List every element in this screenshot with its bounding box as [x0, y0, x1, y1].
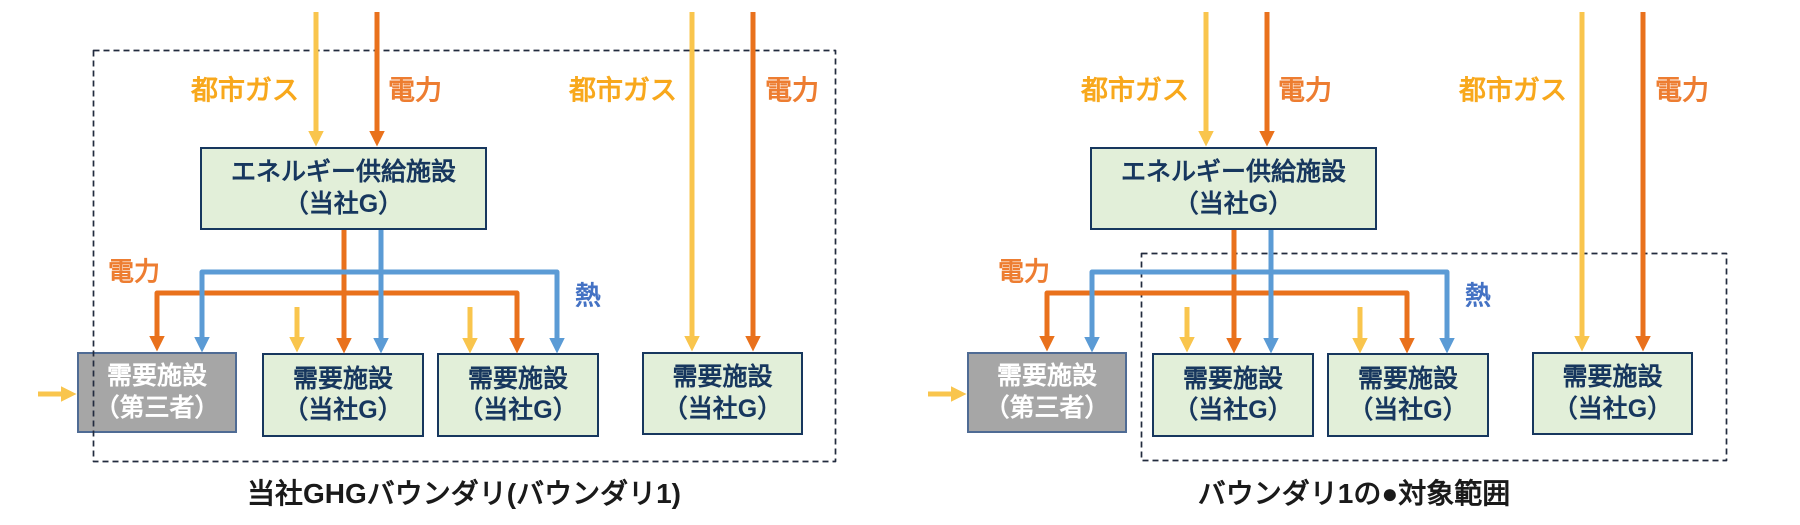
demand-facility-name: 需要施設 — [1182, 364, 1283, 393]
demand-facility-group-box-1: 需要施設 （当社G） — [1152, 353, 1314, 437]
heat-label: 熱 — [1464, 280, 1492, 311]
energy-supply-facility-name: エネルギー供給施設 — [1120, 158, 1346, 187]
electricity-label-internal: 電力 — [997, 256, 1051, 287]
energy-supply-facility-owner: （当社G） — [1173, 189, 1294, 218]
city-gas-label-direct: 都市ガス — [1459, 75, 1567, 106]
demand-facility-name: 需要施設 — [1562, 363, 1663, 392]
energy-supply-facility-owner: （当社G） — [283, 189, 404, 218]
demand-facility-name: 需要施設 — [1357, 364, 1458, 393]
demand-facility-owner: （当社G） — [283, 396, 403, 424]
diagram-left: 都市ガス 電力 都市ガス 電力 電力 熱 エネルギー供給施設 （当社G） 需要施… — [77, 75, 819, 509]
demand-facility-name: 需要施設 — [467, 364, 568, 393]
demand-facility-group-box-2: 需要施設 （当社G） — [437, 353, 599, 437]
demand-facility-owner: （当社G） — [1173, 396, 1293, 424]
demand-facility-owner: （当社G） — [1552, 394, 1673, 423]
diagram-right: 都市ガス 電力 都市ガス 電力 電力 熱 エネルギー供給施設 （当社G） 需要施… — [890, 0, 1800, 525]
demand-facility-owner: （当社G） — [1348, 396, 1468, 424]
diagram-title-right: バウンダリ1の●対象範囲 — [1197, 478, 1511, 509]
demand-facility-group-box-3: 需要施設 （当社G） — [1532, 352, 1693, 435]
diagram-title-left: 当社GHGバウンダリ(バウンダリ1) — [246, 478, 681, 509]
demand-facility-group-box-1: 需要施設 （当社G） — [262, 353, 424, 437]
demand-facility-group-box-2: 需要施設 （当社G） — [1327, 353, 1489, 437]
demand-facility-owner: （当社G） — [662, 394, 783, 423]
demand-facility-owner: （第三者） — [984, 393, 1110, 422]
demand-facility-owner: （第三者） — [94, 393, 220, 422]
electricity-label-supply: 電力 — [1278, 75, 1332, 106]
electricity-label-direct: 電力 — [765, 75, 819, 106]
demand-facility-name: 需要施設 — [106, 362, 207, 391]
demand-facility-owner: （当社G） — [458, 396, 578, 424]
city-gas-label-supply: 都市ガス — [1081, 75, 1189, 106]
demand-facility-name: 需要施設 — [672, 363, 773, 392]
city-gas-label-supply: 都市ガス — [191, 75, 299, 106]
electricity-label-internal: 電力 — [107, 256, 161, 287]
demand-facility-name: 需要施設 — [996, 362, 1097, 391]
energy-supply-facility-box: エネルギー供給施設 （当社G） — [200, 147, 487, 230]
demand-facility-third-party-box: 需要施設 （第三者） — [967, 352, 1127, 433]
demand-facility-name: 需要施設 — [292, 364, 393, 393]
energy-supply-facility-name: エネルギー供給施設 — [230, 158, 456, 187]
demand-facility-group-box-3: 需要施設 （当社G） — [642, 352, 803, 435]
electricity-label-supply: 電力 — [388, 75, 442, 106]
energy-supply-facility-box: エネルギー供給施設 （当社G） — [1090, 147, 1377, 230]
city-gas-label-direct: 都市ガス — [569, 75, 677, 106]
heat-label: 熱 — [574, 280, 602, 311]
demand-facility-third-party-box: 需要施設 （第三者） — [77, 352, 237, 433]
electricity-label-direct: 電力 — [1655, 75, 1709, 106]
